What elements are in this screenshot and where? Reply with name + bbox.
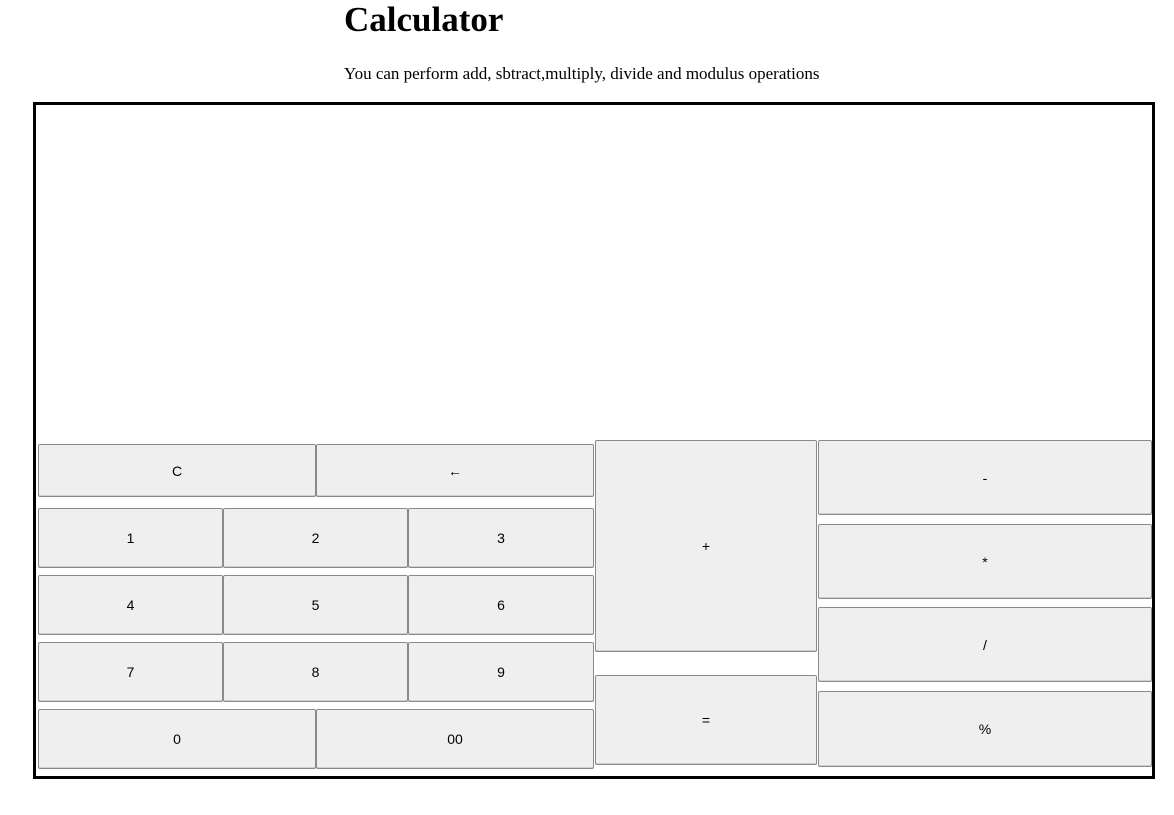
digit-2-button[interactable]: 2: [223, 508, 408, 568]
minus-button[interactable]: -: [818, 440, 1152, 515]
calculator-display[interactable]: [36, 105, 1152, 439]
equals-button[interactable]: =: [595, 675, 817, 765]
digit-8-button[interactable]: 8: [223, 642, 408, 702]
modulus-button[interactable]: %: [818, 691, 1152, 767]
digit-1-button[interactable]: 1: [38, 508, 223, 568]
digit-4-button[interactable]: 4: [38, 575, 223, 635]
backspace-button[interactable]: ←: [316, 444, 594, 497]
multiply-button[interactable]: *: [818, 524, 1152, 599]
calculator: C ← 1 2 3 4 5 6 7 8 9 0 00 + = - * / %: [33, 102, 1155, 779]
digit-9-button[interactable]: 9: [408, 642, 594, 702]
digit-3-button[interactable]: 3: [408, 508, 594, 568]
double-zero-button[interactable]: 00: [316, 709, 594, 769]
digit-7-button[interactable]: 7: [38, 642, 223, 702]
divide-button[interactable]: /: [818, 607, 1152, 682]
clear-button[interactable]: C: [38, 444, 316, 497]
page-subtitle: You can perform add, sbtract,multiply, d…: [344, 64, 820, 83]
digit-6-button[interactable]: 6: [408, 575, 594, 635]
page-title: Calculator: [344, 0, 504, 39]
digit-5-button[interactable]: 5: [223, 575, 408, 635]
digit-0-button[interactable]: 0: [38, 709, 316, 769]
plus-button[interactable]: +: [595, 440, 817, 652]
